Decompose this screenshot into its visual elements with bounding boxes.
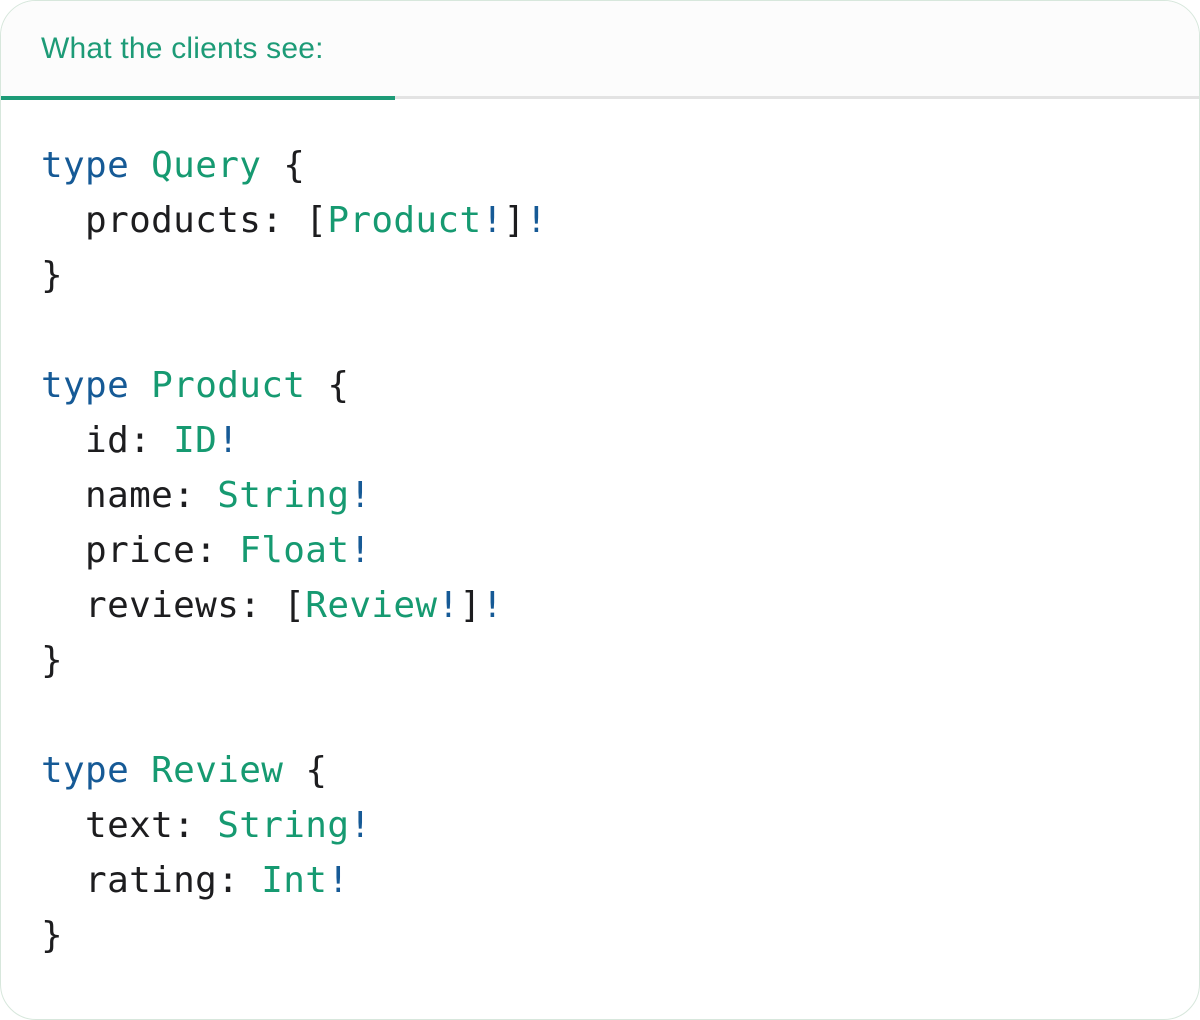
- code-token-bang: !: [525, 200, 548, 241]
- code-line: type Query {: [41, 138, 1199, 193]
- code-token-bang: !: [349, 805, 372, 846]
- code-token-typename: Query: [151, 145, 262, 186]
- tab-what-the-clients-see[interactable]: What the clients see:: [41, 32, 324, 65]
- code-token-plain: }: [41, 640, 64, 681]
- code-token-bang: !: [349, 475, 372, 516]
- code-token-plain: rating:: [41, 860, 262, 901]
- code-token-typename: String: [217, 475, 350, 516]
- code-token-bang: !: [481, 200, 504, 241]
- code-token-bang: !: [217, 420, 240, 461]
- code-token-typename: Review: [151, 750, 284, 791]
- code-line: }: [41, 908, 1199, 963]
- code-line: text: String!: [41, 798, 1199, 853]
- code-token-plain: name:: [41, 475, 218, 516]
- code-area: type Query { products: [Product!]!}type …: [1, 100, 1199, 963]
- code-token-plain: products: [: [41, 200, 328, 241]
- code-token-plain: }: [41, 915, 64, 956]
- code-token-typename: String: [217, 805, 350, 846]
- code-line: type Product {: [41, 358, 1199, 413]
- code-token-typename: Product: [151, 365, 306, 406]
- tab-rule-inactive: [1, 96, 1199, 99]
- code-token-plain: price:: [41, 530, 240, 571]
- code-token-typename: Float: [239, 530, 350, 571]
- code-token-keyword: type: [41, 145, 130, 186]
- code-line: products: [Product!]!: [41, 193, 1199, 248]
- code-token-plain: [129, 145, 151, 186]
- code-token-typename: Int: [261, 860, 328, 901]
- code-block: type Product { id: ID! name: String! pri…: [41, 358, 1199, 688]
- code-token-bang: !: [349, 530, 372, 571]
- code-token-bang: !: [437, 585, 460, 626]
- code-token-plain: {: [261, 145, 306, 186]
- code-line: id: ID!: [41, 413, 1199, 468]
- code-token-typename: Review: [305, 585, 438, 626]
- tab-bar: What the clients see:: [1, 1, 1199, 96]
- tab-underline: [1, 96, 1199, 100]
- code-token-plain: id:: [41, 420, 174, 461]
- code-line: type Review {: [41, 743, 1199, 798]
- code-token-keyword: type: [41, 365, 130, 406]
- code-token-plain: reviews: [: [41, 585, 306, 626]
- code-token-typename: Product: [327, 200, 482, 241]
- code-line: }: [41, 248, 1199, 303]
- code-block: type Review { text: String! rating: Int!…: [41, 743, 1199, 963]
- code-token-bang: !: [327, 860, 350, 901]
- code-line: name: String!: [41, 468, 1199, 523]
- code-token-keyword: type: [41, 750, 130, 791]
- code-token-plain: {: [305, 365, 350, 406]
- code-token-bang: !: [481, 585, 504, 626]
- code-token-plain: }: [41, 255, 64, 296]
- code-token-plain: [129, 365, 151, 406]
- code-token-typename: ID: [173, 420, 218, 461]
- code-line: rating: Int!: [41, 853, 1199, 908]
- code-token-plain: {: [283, 750, 328, 791]
- code-token-plain: text:: [41, 805, 218, 846]
- code-line: price: Float!: [41, 523, 1199, 578]
- code-token-plain: ]: [503, 200, 526, 241]
- code-line: }: [41, 633, 1199, 688]
- code-token-plain: [129, 750, 151, 791]
- code-line: reviews: [Review!]!: [41, 578, 1199, 633]
- tab-rule-active: [1, 96, 395, 100]
- code-block: type Query { products: [Product!]!}: [41, 138, 1199, 303]
- code-token-plain: ]: [459, 585, 482, 626]
